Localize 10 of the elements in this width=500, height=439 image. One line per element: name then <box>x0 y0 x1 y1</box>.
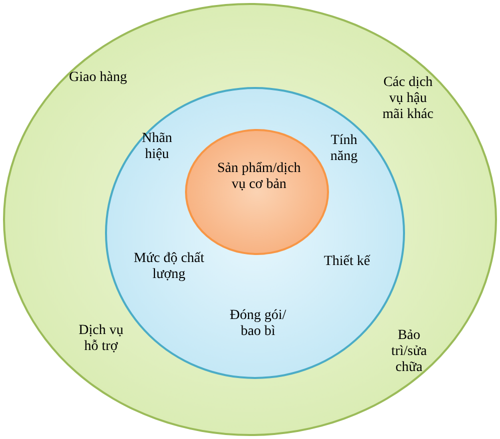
ring-label: Các dịch vụ hậu mãi khác <box>382 75 434 123</box>
ring-label: Đóng gói/ bao bì <box>228 308 288 340</box>
ring-label: Sản phẩm/dịch vụ cơ bản <box>217 161 301 193</box>
ring-label: Nhãn hiệu <box>140 131 174 163</box>
ring-label: Giao hàng <box>68 70 128 86</box>
ring-label: Dịch vụ hỗ trợ <box>78 323 124 355</box>
ring-label: Bảo trì/sửa chữa <box>390 328 428 376</box>
ring-label: Mức độ chất lượng <box>132 251 206 283</box>
ring-label: Tính năng <box>329 133 359 165</box>
ring-label: Thiết kế <box>322 254 372 270</box>
